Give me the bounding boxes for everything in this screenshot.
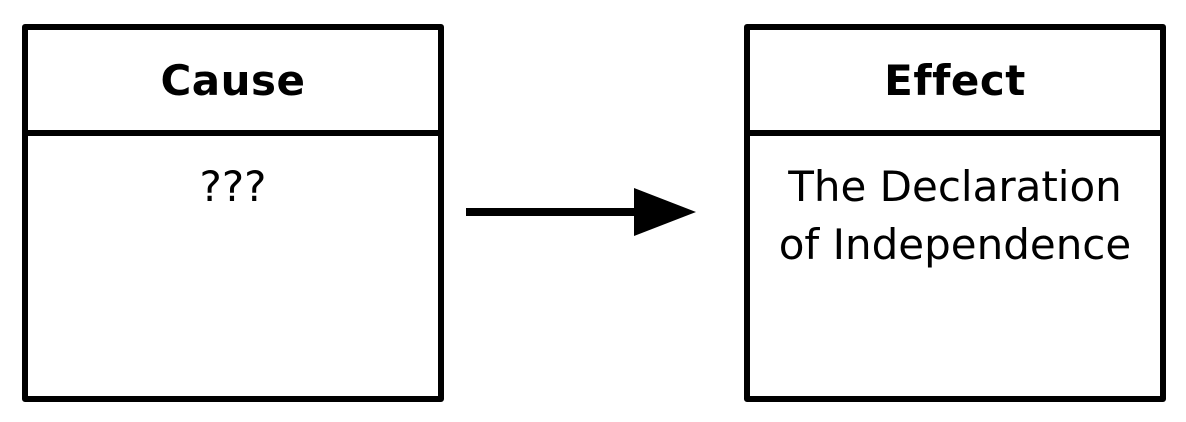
cause-body-text: ??? — [199, 162, 267, 211]
arrow-connector — [466, 188, 696, 236]
effect-header: Effect — [750, 30, 1160, 136]
effect-body: The Declaration of Independence — [750, 136, 1160, 274]
effect-header-label: Effect — [884, 55, 1026, 105]
cause-body: ??? — [28, 136, 438, 216]
cause-header: Cause — [28, 30, 438, 136]
effect-box: Effect The Declaration of Independence — [744, 24, 1166, 402]
arrow-head — [634, 188, 696, 236]
cause-header-label: Cause — [160, 55, 306, 105]
effect-body-text: The Declaration of Independence — [778, 162, 1132, 269]
cause-box: Cause ??? — [22, 24, 444, 402]
